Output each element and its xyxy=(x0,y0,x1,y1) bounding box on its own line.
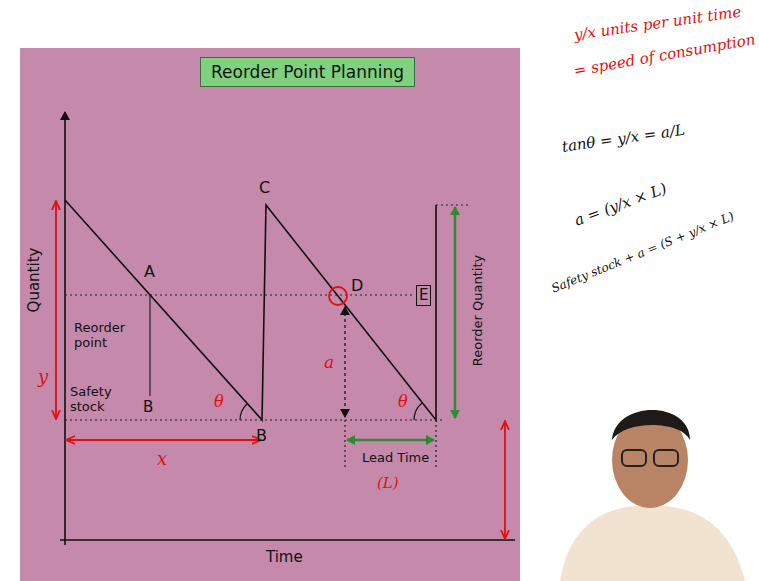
guide-line xyxy=(435,420,436,470)
line-label: Reorder point xyxy=(74,320,144,350)
y-axis xyxy=(64,112,66,545)
angle-arc xyxy=(414,403,422,420)
ink-circle xyxy=(329,287,347,305)
slide-panel xyxy=(20,48,520,581)
point-letter: E xyxy=(419,287,428,304)
title-text: Reorder Point Planning xyxy=(211,62,404,82)
angle-arc xyxy=(240,404,247,420)
axis-title: Quantity xyxy=(25,248,43,313)
ink-arrow xyxy=(504,422,506,538)
safety-level-line xyxy=(65,419,445,420)
reorder-quantity-arrow xyxy=(454,207,457,418)
x-axis xyxy=(60,539,515,541)
line-label: Safety stock xyxy=(70,384,130,414)
sawtooth-curve xyxy=(65,200,436,420)
ink-formula: a = (y/x × L) xyxy=(572,179,669,229)
ink-symbol: y xyxy=(38,366,48,387)
axis-title: Time xyxy=(266,548,303,566)
point-letter: B xyxy=(143,398,153,416)
guide-line xyxy=(344,420,345,470)
point-letter: C xyxy=(259,178,270,197)
presenter-figure xyxy=(560,410,745,581)
point-letter: A xyxy=(144,262,155,281)
lead-time-arrow xyxy=(347,439,434,442)
point-box: E xyxy=(416,285,431,306)
ink-arrow xyxy=(344,307,345,417)
drop-line xyxy=(149,294,150,396)
ink-arrow xyxy=(55,202,57,418)
ink-symbol: x xyxy=(157,448,167,469)
point-letter: B xyxy=(256,426,267,445)
top-level-line xyxy=(436,204,470,205)
ink-symbol: a xyxy=(324,352,334,372)
title-box: Reorder Point Planning xyxy=(200,57,415,87)
lead-time-label: Lead Time xyxy=(362,450,429,465)
ink-formula: tanθ = y/x = a/L xyxy=(561,121,686,156)
point-letter: D xyxy=(351,276,363,295)
ink-symbol: θ xyxy=(398,392,408,411)
ink-symbol: (L) xyxy=(377,474,399,492)
ink-symbol: θ xyxy=(214,392,224,411)
ink-arrow xyxy=(67,439,260,441)
quantity-label: Reorder Quantity xyxy=(470,254,485,365)
